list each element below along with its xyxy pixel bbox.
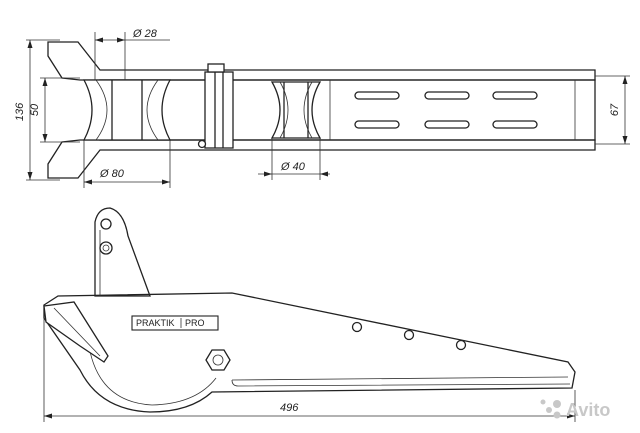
dim-pin: Ø 28: [94, 28, 170, 80]
brand-left: PRAKTIK: [136, 318, 175, 328]
dim-pin-label: Ø 28: [132, 28, 158, 40]
dim-67: 67: [595, 75, 630, 145]
dim-front-roller-label: Ø 80: [99, 168, 125, 180]
top-rail-upper: [47, 41, 596, 81]
brand-plate: PRAKTIK PRO: [131, 315, 219, 331]
pin-bracket-side: [94, 207, 151, 297]
dim-136-label: 136: [14, 102, 26, 121]
watermark-text: Avito: [566, 400, 610, 420]
dim-front-roller: Ø 80: [83, 140, 171, 188]
watermark: Avito: [540, 399, 610, 420]
hex-bolt: [205, 349, 231, 371]
dim-67-label: 67: [609, 103, 621, 116]
dim-rear-roller-label: Ø 40: [280, 161, 306, 173]
top-body: [99, 79, 596, 141]
top-rail-lower: [47, 139, 596, 179]
dim-496-label: 496: [280, 402, 299, 414]
dim-496: 496: [43, 318, 576, 422]
front-roller: [82, 79, 172, 141]
side-view: PRAKTIK PRO 496: [43, 207, 576, 422]
dim-136: 136: [14, 39, 60, 181]
rear-roller: [270, 81, 322, 139]
dim-50-label: 50: [29, 103, 41, 116]
front-lip: [43, 301, 109, 363]
slots: [354, 91, 538, 129]
brand-right: PRO: [185, 318, 205, 328]
dim-rear-roller: Ø 40: [258, 138, 330, 180]
side-profile: [43, 292, 576, 413]
top-view: 136 50 Ø 28 Ø 80: [14, 28, 630, 188]
mounting-holes: [351, 321, 467, 351]
dim-50: 50: [29, 77, 80, 143]
pin-bracket: [197, 63, 234, 149]
